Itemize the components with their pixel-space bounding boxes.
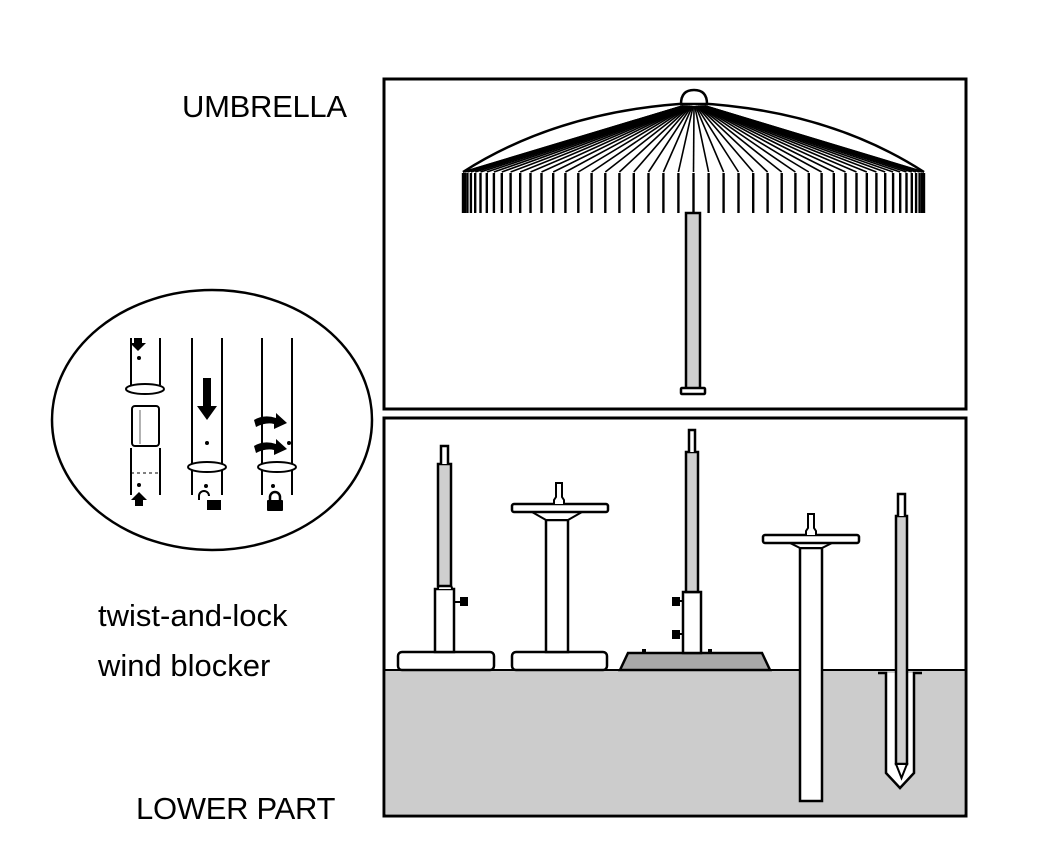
canopy-fringe: [461, 173, 926, 213]
twist-step-lock: [254, 338, 297, 511]
screw-knob-icon: [460, 597, 468, 606]
canopy-rib: [633, 105, 692, 173]
lower-part-panel: [382, 416, 968, 818]
twist-arrow-icon: [254, 413, 287, 429]
stand-base: [618, 651, 772, 672]
umbrella-canopy: [461, 88, 926, 213]
canopy-rib: [677, 105, 694, 173]
canopy-rib: [700, 105, 822, 173]
canopy-rib: [699, 105, 810, 173]
twist-lock-circle: [50, 288, 374, 552]
canopy-rib: [552, 105, 688, 173]
stand-tube: [544, 518, 570, 654]
canopy-rib: [577, 105, 689, 173]
twist-arrow-icon: [254, 439, 287, 455]
umbrella-panel-frame: [382, 77, 968, 411]
lower-part-label: LOWER PART: [136, 791, 336, 826]
canopy-rib: [700, 105, 835, 173]
table-stand-ground-spike: [761, 513, 861, 803]
canopy-rib: [693, 105, 710, 173]
canopy-rib: [698, 105, 796, 173]
canopy-rib: [697, 105, 783, 173]
canopy-rib: [694, 105, 725, 173]
canopy-finial: [679, 88, 709, 106]
twist-lock-caption: twist-and-lock wind blocker: [98, 591, 288, 691]
umbrella-pole: [679, 211, 707, 396]
stand-weighted-base-two-screws: [618, 428, 772, 672]
canopy-rib: [701, 105, 846, 173]
pole-insert-tip: [131, 405, 160, 447]
umbrella-pole-foot: [679, 386, 707, 396]
ground-sleeve-spike: [878, 492, 922, 790]
canopy-rib: [705, 105, 925, 173]
screw-knob-icon: [672, 630, 680, 639]
screw-knob-icon: [672, 597, 680, 606]
canopy-rib: [541, 105, 687, 173]
arrow-down-icon: [197, 378, 217, 420]
canopy-rib: [530, 105, 687, 173]
stand-flat-base-with-screw: [396, 444, 496, 672]
umbrella-pole-shaft: [684, 211, 702, 391]
stand-base: [510, 650, 609, 672]
canopy-rib: [591, 105, 690, 173]
stand-pole: [894, 514, 909, 766]
stand-tube: [798, 546, 824, 803]
stand-tube: [681, 590, 703, 655]
arrow-up-icon: [131, 492, 147, 506]
twist-lock-detail: [50, 288, 374, 552]
canopy-rib: [519, 105, 686, 173]
canopy-rib: [695, 105, 740, 173]
stand-pole: [684, 450, 700, 594]
canopy-ribs: [462, 105, 925, 173]
ground: [386, 670, 964, 814]
canopy-rib: [565, 105, 688, 173]
twist-step-push: [187, 338, 227, 510]
canopy-rib: [618, 105, 691, 173]
canopy-rib: [692, 105, 695, 173]
canopy-rib: [604, 105, 691, 173]
table-plate: [510, 502, 610, 514]
canopy-rib: [647, 105, 693, 173]
unlock-icon: [198, 490, 221, 510]
canopy-rib: [662, 105, 694, 173]
table-plate: [761, 533, 861, 545]
umbrella-label: UMBRELLA: [182, 89, 347, 124]
twist-step-insert: [125, 338, 165, 506]
spike-tip: [894, 763, 909, 781]
lock-icon: [267, 490, 283, 511]
twist-lock-caption-line1: twist-and-lock: [98, 598, 288, 633]
stand-pole: [436, 462, 453, 588]
table-stand-flat-base: [510, 482, 610, 672]
stand-tube: [433, 587, 456, 654]
canopy-rib: [696, 105, 754, 173]
stand-base: [396, 650, 496, 672]
umbrella-panel: [382, 77, 968, 411]
canopy-rib: [697, 105, 769, 173]
twist-lock-caption-line2: wind blocker: [98, 648, 271, 683]
arrow-down-icon: [130, 338, 146, 351]
